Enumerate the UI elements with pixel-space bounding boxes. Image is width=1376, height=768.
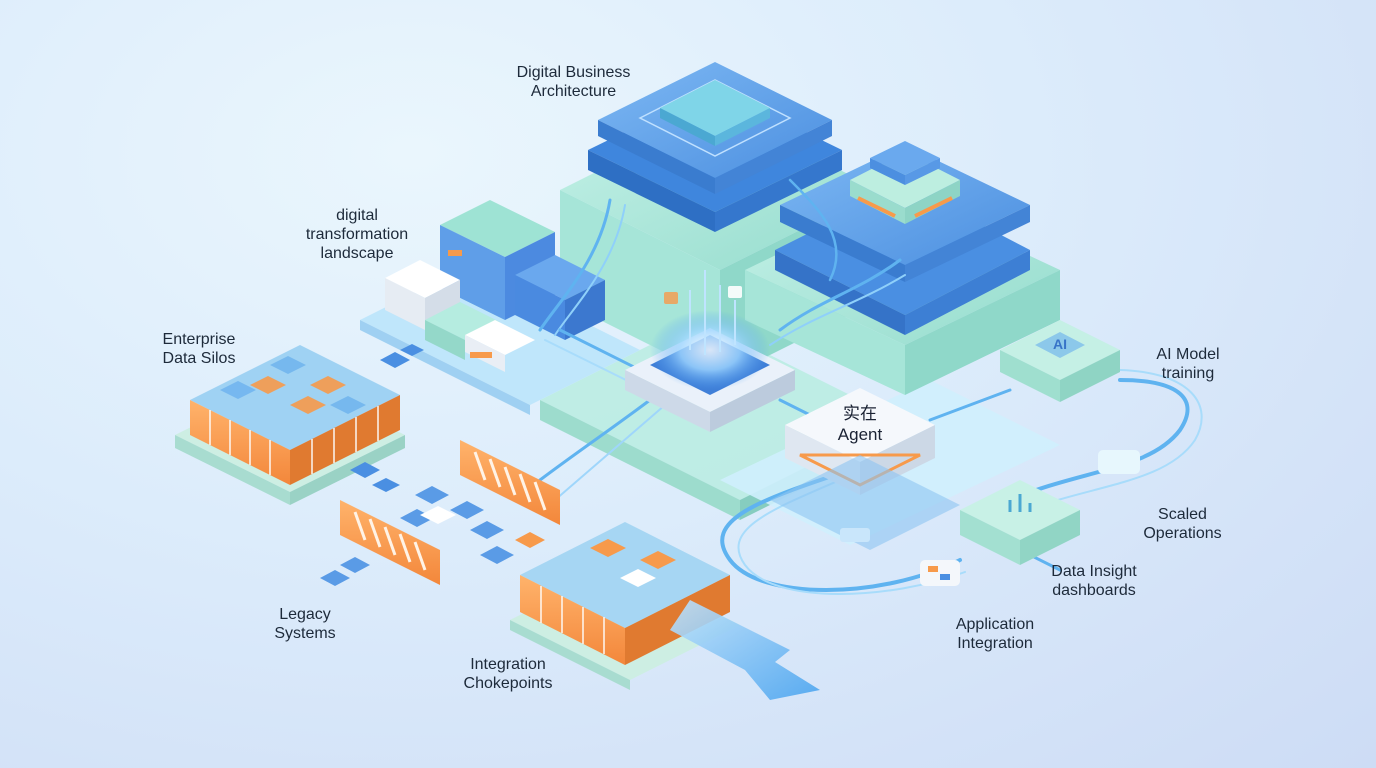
label-line: 实在 bbox=[843, 404, 877, 423]
label-ai-model-training: AI Model training bbox=[1138, 345, 1238, 383]
label-line: Integration bbox=[957, 635, 1033, 652]
label-line: training bbox=[1161, 365, 1215, 382]
label-enterprise-data-silos: Enterprise Data Silos bbox=[144, 330, 254, 368]
label-line: AI Model bbox=[1156, 346, 1220, 363]
label-line: Agent bbox=[837, 425, 883, 444]
label-line: Legacy bbox=[279, 606, 331, 623]
label-agent: 实在 Agent bbox=[820, 403, 900, 445]
legacy-systems-blocks bbox=[320, 440, 560, 586]
barrier-gate-upper bbox=[460, 440, 560, 525]
label-digital-business-architecture: Digital Business Architecture bbox=[486, 63, 661, 101]
label-line: transformation bbox=[305, 226, 409, 243]
integration-chokepoints-blocks bbox=[510, 522, 820, 700]
label-line: dashboards bbox=[1052, 582, 1136, 599]
output-arrow-icon bbox=[670, 600, 820, 700]
agent-core-block bbox=[770, 388, 960, 550]
enterprise-data-silos-blocks bbox=[175, 344, 424, 505]
secondary-compute-tower bbox=[745, 141, 1060, 395]
label-line: landscape bbox=[320, 245, 394, 262]
ai-model-training-block: AI bbox=[1000, 320, 1120, 402]
data-flow-streams bbox=[538, 178, 1203, 595]
label-data-insight-dashboards: Data Insight dashboards bbox=[1034, 562, 1154, 600]
transformation-landscape-cluster bbox=[360, 200, 640, 415]
label-application-integration: Application Integration bbox=[935, 615, 1055, 653]
barrier-gate-lower bbox=[340, 500, 440, 585]
label-line: Operations bbox=[1143, 525, 1222, 542]
label-digital-transformation-landscape: digital transformation landscape bbox=[282, 206, 432, 263]
central-processing-chip bbox=[625, 270, 795, 432]
label-line: Systems bbox=[274, 625, 336, 642]
label-line: Data Insight bbox=[1051, 563, 1137, 580]
label-legacy-systems: Legacy Systems bbox=[250, 605, 360, 643]
label-line: Architecture bbox=[530, 83, 617, 100]
label-line: Scaled bbox=[1158, 506, 1207, 523]
label-integration-chokepoints: Integration Chokepoints bbox=[443, 655, 573, 693]
ai-badge-icon: AI bbox=[1053, 336, 1067, 352]
label-line: Digital Business bbox=[516, 64, 631, 81]
label-line: Integration bbox=[470, 656, 546, 673]
label-scaled-operations: Scaled Operations bbox=[1130, 505, 1235, 543]
label-line: Application bbox=[955, 616, 1035, 633]
label-line: Data Silos bbox=[162, 350, 236, 367]
label-line: Enterprise bbox=[162, 331, 236, 348]
application-integration-node bbox=[920, 560, 960, 586]
label-line: digital bbox=[336, 207, 378, 224]
scaled-operations-node bbox=[1098, 450, 1140, 474]
label-line: Chokepoints bbox=[463, 675, 553, 692]
data-insight-dashboard-block bbox=[840, 450, 1140, 586]
